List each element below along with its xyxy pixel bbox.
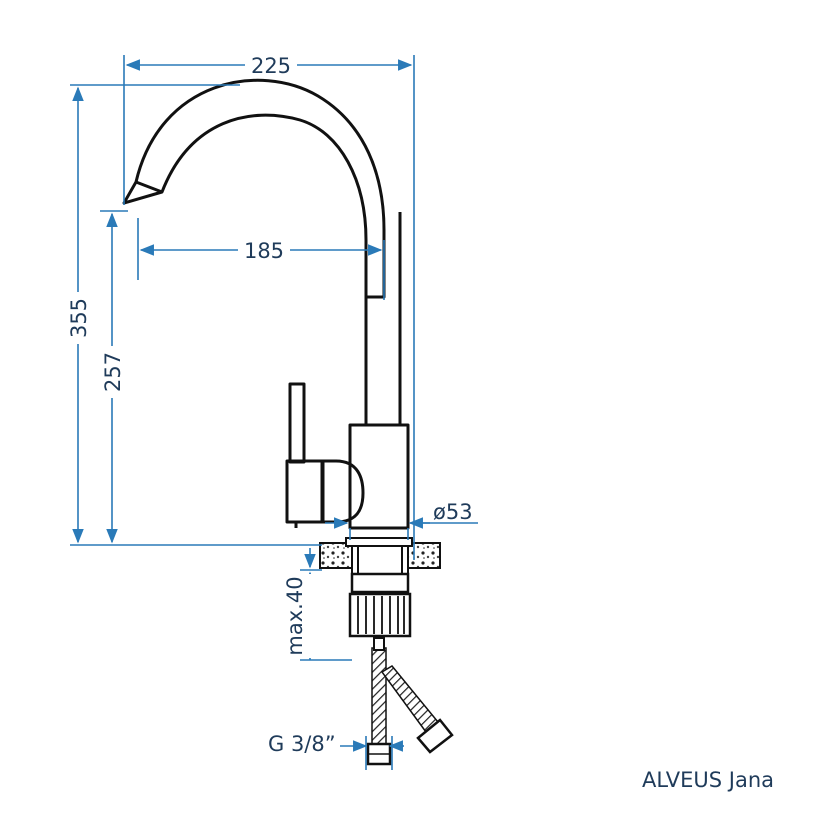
hose-angled — [380, 665, 440, 734]
label-backgrounds — [63, 52, 322, 658]
dim-label-max40: max.40 — [283, 576, 307, 655]
faucet-base — [348, 423, 410, 530]
countertop — [319, 537, 441, 575]
dim-label-g38: G 3/8” — [268, 732, 336, 756]
mounting-stud — [351, 545, 409, 575]
mounting-washer — [345, 537, 413, 547]
dim-label-225: 225 — [251, 54, 291, 78]
faucet-column — [364, 212, 402, 425]
dim-label-53: ø53 — [433, 500, 473, 524]
spout — [122, 78, 386, 299]
hose-straight — [371, 647, 387, 747]
product-name: ALVEUS Jana — [642, 768, 775, 792]
dimension-lines — [70, 55, 478, 770]
countertop-left — [319, 542, 353, 569]
mounting-nut — [348, 572, 412, 638]
dim-label-185: 185 — [244, 239, 284, 263]
lever-handle — [285, 459, 325, 524]
lever-stick — [288, 382, 306, 464]
supply-hoses — [366, 637, 454, 766]
hose-fitting-angled — [416, 718, 454, 754]
faucet-outline — [122, 78, 410, 530]
handle-knob — [320, 459, 365, 524]
dim-label-257: 257 — [101, 352, 125, 392]
spout-tip-line — [135, 180, 163, 194]
dim-label-355: 355 — [67, 298, 91, 338]
